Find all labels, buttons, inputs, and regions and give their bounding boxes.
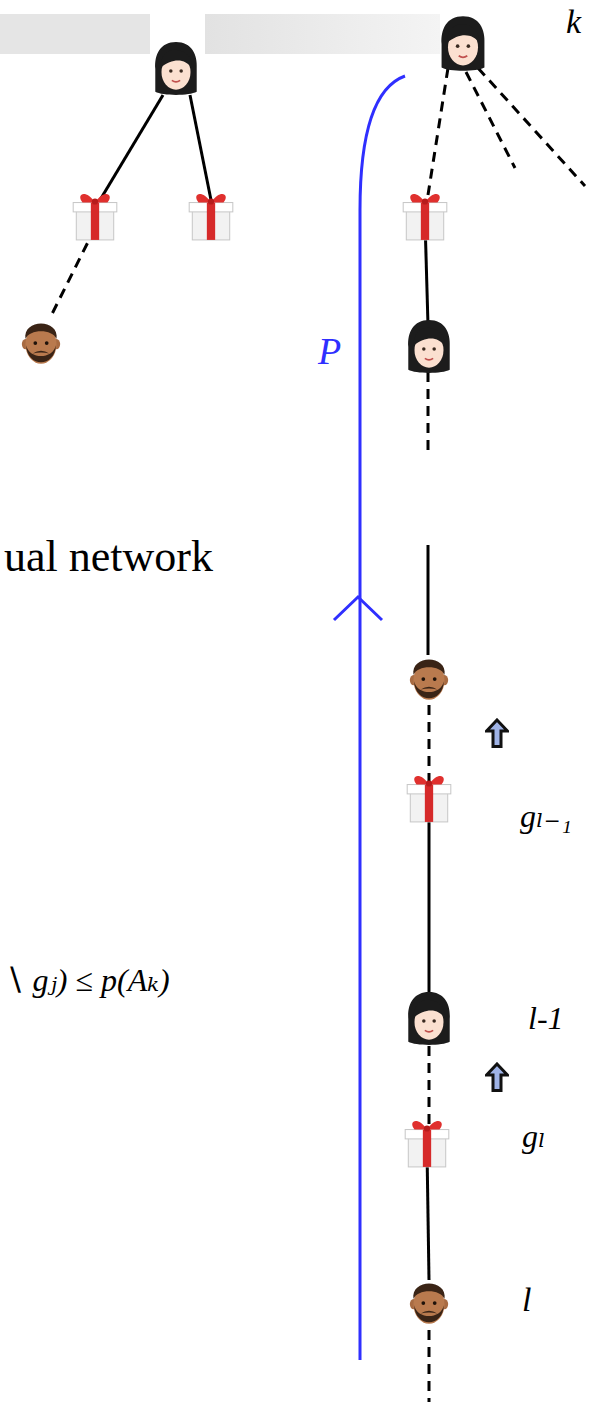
solid-line: [427, 545, 430, 655]
dashed-line: [428, 705, 431, 785]
gift-label: gₗ₋₁: [520, 798, 572, 835]
man-icon: [22, 323, 60, 363]
gift-icon: [403, 194, 447, 240]
solid-line: [190, 95, 212, 205]
node-label: k: [566, 2, 581, 41]
solid-line: [428, 805, 431, 1000]
woman-icon: [155, 42, 197, 95]
path-label: P: [318, 330, 341, 374]
solid-line: [427, 1150, 429, 1280]
up-arrow-icon: [487, 1064, 508, 1091]
woman-icon: [441, 16, 484, 71]
path-curve: [360, 76, 405, 1360]
dashed-line: [427, 372, 430, 455]
man-icon: [410, 1283, 448, 1323]
dashed-line: [428, 1330, 431, 1402]
man-icon: [410, 659, 448, 699]
woman-icon: [408, 320, 450, 373]
slide-text: ual network: [4, 532, 213, 583]
gift-icon: [73, 194, 117, 240]
dashed-line: [428, 1046, 431, 1125]
gift-label: gₗ: [522, 1118, 546, 1155]
dashed-line: [478, 68, 585, 186]
node-label: l-1: [528, 1000, 564, 1037]
banner-bar: [205, 14, 440, 54]
gift-icon: [407, 776, 451, 822]
gift-icon: [189, 194, 233, 240]
formula-text: ∖ gⱼ) ≤ p(Aₖ): [4, 962, 170, 999]
banner-bar: [0, 14, 150, 54]
dashed-line: [50, 228, 95, 318]
solid-line: [97, 95, 163, 205]
dashed-line: [428, 68, 448, 195]
path-chevron: [334, 597, 382, 620]
gift-icon: [405, 1121, 449, 1167]
woman-icon: [408, 992, 450, 1045]
node-label: l: [522, 1280, 531, 1319]
dashed-line: [466, 72, 515, 168]
up-arrow-icon: [487, 720, 508, 747]
